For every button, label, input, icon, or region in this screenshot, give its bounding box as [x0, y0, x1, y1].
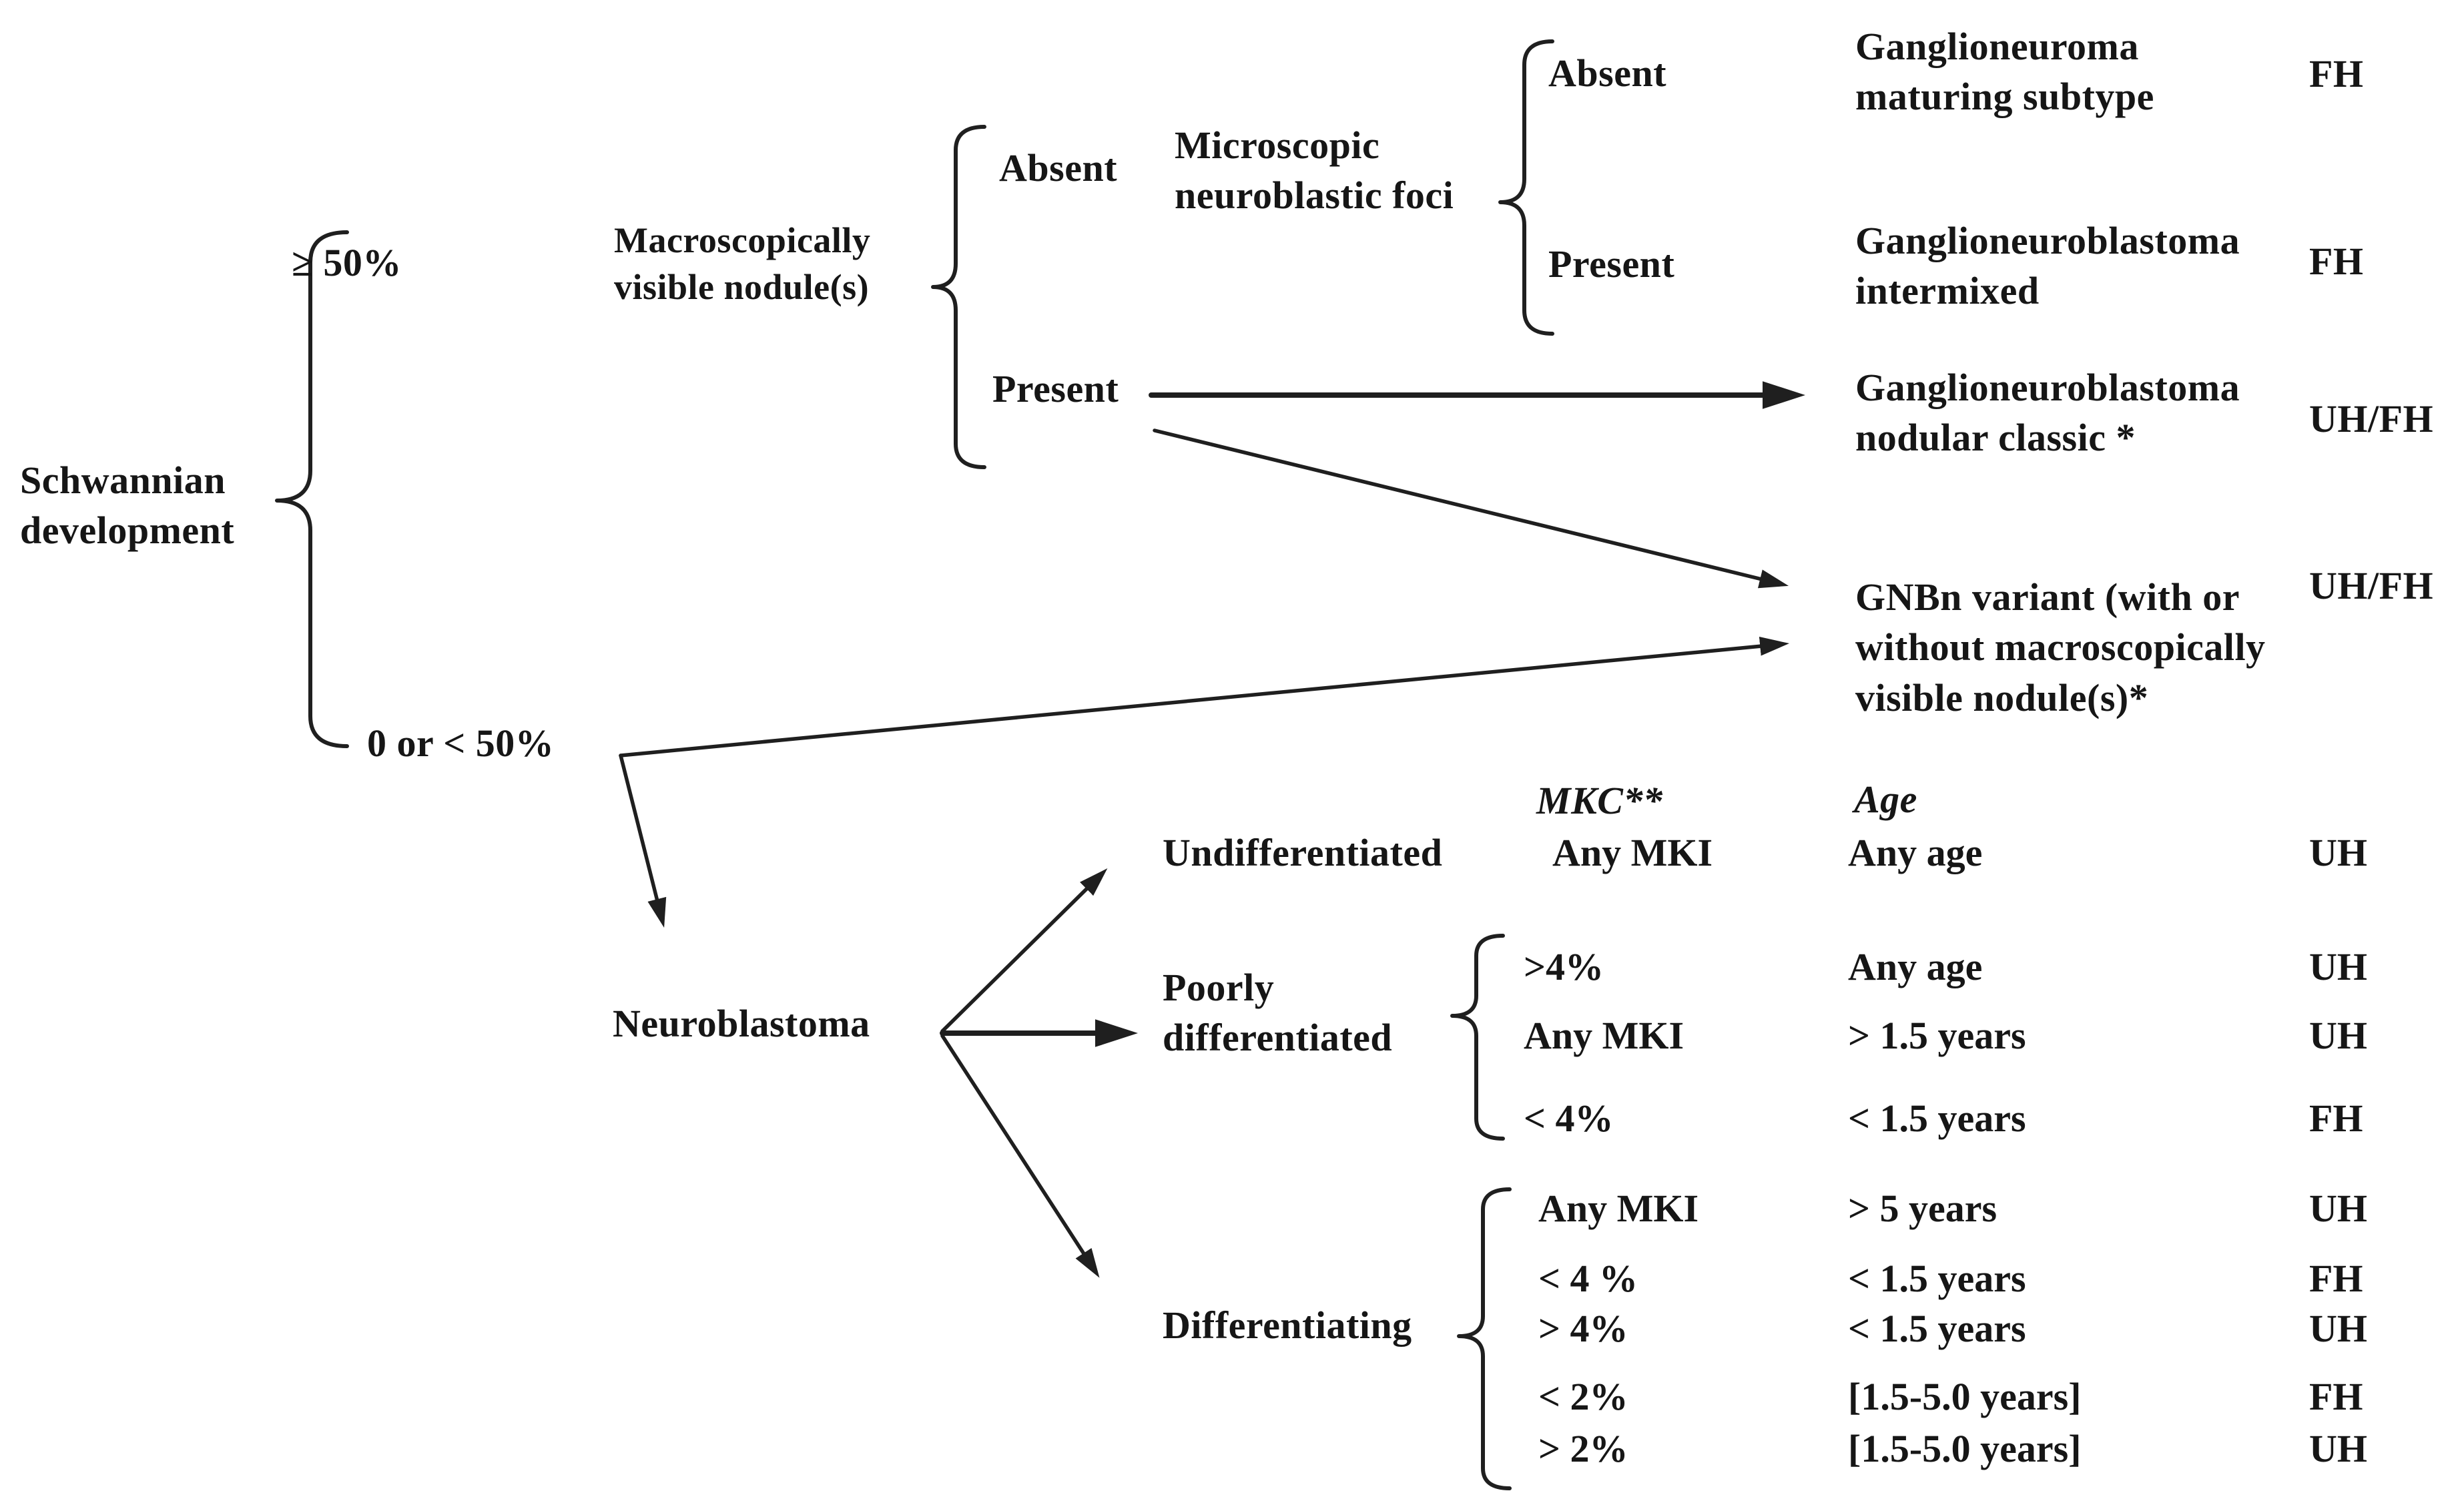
undiff-grade: UH — [2309, 831, 2367, 874]
table-row: < 4% < 1.5 years FH — [1524, 1093, 2363, 1143]
branch-lt-50: 0 or < 50% — [367, 721, 555, 765]
undiff-mki: Any MKI — [1552, 831, 1713, 874]
outcome-gnbn-variant: GNBn variant (with or without macroscopi… — [1855, 575, 2266, 719]
pd-row0-grade: UH — [2309, 945, 2367, 988]
diff-row4-grade: UH — [2309, 1427, 2367, 1470]
pd-row0-mki: >4% — [1524, 945, 1604, 988]
node-schwannian-development: Schwannian development — [20, 459, 235, 553]
grade-ganglioneuroma: FH — [2309, 52, 2364, 95]
diff-row0-age: > 5 years — [1848, 1187, 1997, 1230]
outcome-ganglioneuroma: Ganglioneuroma maturing subtype — [1855, 25, 2154, 119]
table-row: < 4 % < 1.5 years FH — [1538, 1253, 2363, 1303]
diff-row1-mki: < 4 % — [1538, 1257, 1638, 1300]
table-row: > 2% [1.5-5.0 years] UH — [1538, 1424, 2367, 1474]
table-row: Any MKI Any age UH — [1552, 828, 2367, 878]
node-differentiating: Differentiating — [1163, 1303, 1412, 1347]
micro-absent: Absent — [1548, 51, 1667, 95]
macro-present: Present — [992, 367, 1119, 410]
micro-present: Present — [1548, 242, 1675, 286]
brace-macro-nodules — [931, 125, 986, 469]
arrow-nb-to-undifferentiated — [940, 868, 1108, 1033]
outcome-gnb-intermixed: Ganglioneuroblastoma intermixed — [1855, 219, 2240, 313]
brace-schwannian — [275, 230, 349, 748]
pd-row2-grade: FH — [2309, 1097, 2363, 1140]
diff-row0-mki: Any MKI — [1538, 1187, 1699, 1230]
diff-row4-age: [1.5-5.0 years] — [1848, 1427, 2082, 1470]
arrow-present-to-gnbn-variant — [1153, 428, 1789, 589]
node-neuroblastoma: Neuroblastoma — [613, 1002, 870, 1045]
pd-row2-age: < 1.5 years — [1848, 1097, 2026, 1140]
arrow-low-to-neuroblastoma — [619, 754, 667, 928]
column-header-age: Age — [1854, 778, 1917, 821]
diff-row4-mki: > 2% — [1538, 1427, 1628, 1470]
grade-gnb-nodular-classic: UH/FH — [2309, 397, 2434, 440]
diff-row3-grade: FH — [2309, 1375, 2363, 1418]
table-row: Any MKI > 1.5 years UH — [1524, 1010, 2367, 1061]
node-poorly-differentiated: Poorly differentiated — [1163, 966, 1393, 1060]
diff-row2-mki: > 4% — [1538, 1307, 1628, 1350]
diff-row2-grade: UH — [2309, 1307, 2367, 1350]
pd-row1-grade: UH — [2309, 1014, 2367, 1057]
undiff-age: Any age — [1848, 831, 1983, 874]
pd-row1-age: > 1.5 years — [1848, 1014, 2026, 1057]
diff-row3-age: [1.5-5.0 years] — [1848, 1375, 2082, 1418]
table-row: > 4% < 1.5 years UH — [1538, 1303, 2367, 1354]
arrow-low-to-gnbn-variant — [619, 637, 1790, 758]
pd-row2-mki: < 4% — [1524, 1097, 1614, 1140]
node-macro-nodules: Macroscopically visible nodule(s) — [614, 220, 871, 308]
brace-poorly-differentiated — [1450, 934, 1505, 1141]
column-header-mkc: MKC** — [1536, 779, 1663, 822]
diff-row3-mki: < 2% — [1538, 1375, 1628, 1418]
macro-absent: Absent — [999, 146, 1118, 190]
node-micro-foci: Microscopic neuroblastic foci — [1175, 123, 1454, 218]
pd-row1-mki: Any MKI — [1524, 1014, 1684, 1057]
outcome-gnb-nodular-classic: Ganglioneuroblastoma nodular classic * — [1855, 366, 2240, 460]
grade-gnb-intermixed: FH — [2309, 240, 2364, 283]
node-undifferentiated: Undifferentiated — [1163, 831, 1443, 874]
diff-row1-age: < 1.5 years — [1848, 1257, 2026, 1300]
diff-row0-grade: UH — [2309, 1187, 2367, 1230]
arrow-nb-to-differentiating — [940, 1034, 1100, 1278]
pd-row0-age: Any age — [1848, 945, 1983, 988]
diff-row1-grade: FH — [2309, 1257, 2363, 1300]
branch-ge-50: ≥ 50% — [292, 241, 402, 284]
brace-differentiating — [1457, 1187, 1512, 1490]
table-row: < 2% [1.5-5.0 years] FH — [1538, 1372, 2363, 1422]
grade-gnbn-variant: UH/FH — [2309, 564, 2434, 607]
brace-micro-foci — [1498, 39, 1554, 336]
diff-row2-age: < 1.5 years — [1848, 1307, 2026, 1350]
table-row: >4% Any age UH — [1524, 942, 2367, 992]
table-row: Any MKI > 5 years UH — [1538, 1183, 2367, 1233]
